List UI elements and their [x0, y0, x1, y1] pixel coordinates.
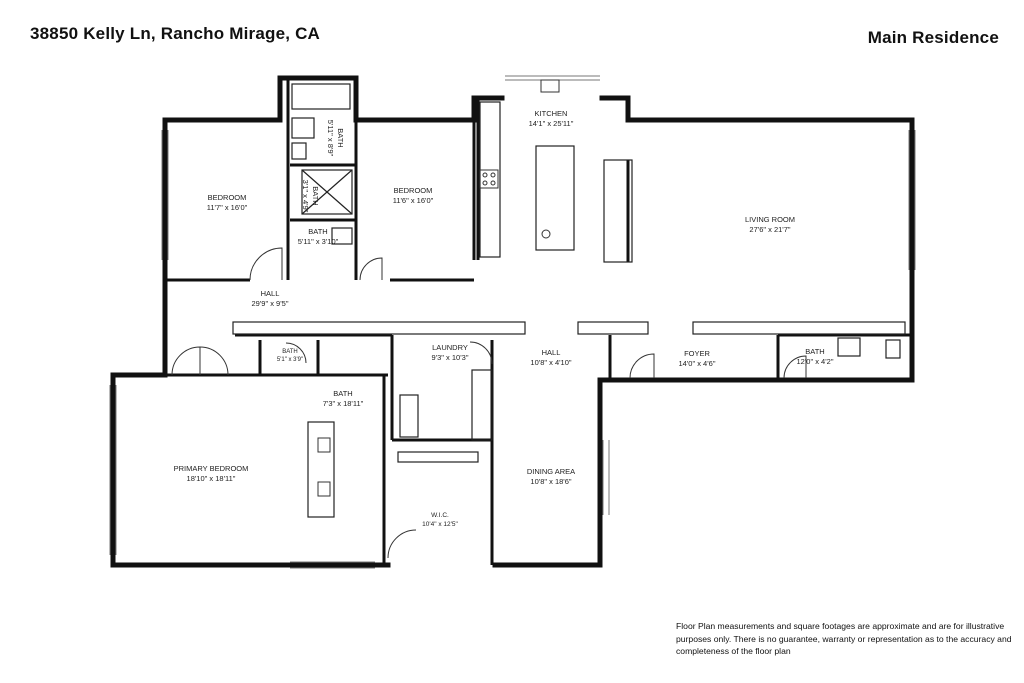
room-dims: 11'6" x 16'0" — [392, 196, 434, 205]
room-name: BATH — [336, 128, 345, 148]
room-hall-center: HALL 10'8" x 4'10" — [530, 348, 571, 368]
property-address: 38850 Kelly Ln, Rancho Mirage, CA — [30, 24, 321, 43]
room-name: BEDROOM — [393, 186, 433, 195]
room-dims: 10'8" x 18'6" — [530, 477, 572, 486]
room-bath-top: BATH 5'11" x 8'9" — [325, 120, 345, 156]
counters — [232, 83, 906, 518]
room-dims: 12'0" x 4'2" — [796, 357, 834, 366]
room-laundry: LAUNDRY 9'3" x 10'3" — [432, 343, 469, 363]
room-name: HALL — [541, 348, 561, 357]
window-marks — [109, 75, 916, 569]
room-name: PRIMARY BEDROOM — [173, 464, 249, 473]
room-dims: 9'3" x 10'3" — [431, 353, 469, 362]
disclaimer-text: Floor Plan measurements and square foota… — [676, 621, 1012, 656]
room-name: BATH — [308, 227, 328, 236]
plan-name: Main Residence — [867, 28, 999, 47]
room-dims: 10'4" x 12'5" — [422, 521, 458, 528]
room-name: FOYER — [684, 349, 710, 358]
room-dims: 7'3" x 18'11" — [322, 399, 364, 408]
room-name: DINING AREA — [526, 467, 576, 476]
room-dims: 29'9" x 9'5" — [251, 299, 289, 308]
room-name: BATH — [311, 186, 320, 206]
room-name: BEDROOM — [207, 193, 247, 202]
room-primary-bedroom: PRIMARY BEDROOM 18'10" x 18'11" — [174, 464, 249, 484]
interior-walls — [165, 78, 912, 565]
room-living-room: LIVING ROOM 27'6" x 21'7" — [745, 215, 795, 235]
room-foyer: FOYER 14'0" x 4'6" — [679, 349, 716, 369]
room-dims: 14'1" x 25'11" — [528, 119, 574, 128]
room-name: BATH — [333, 389, 353, 398]
room-name: BATH — [805, 347, 825, 356]
room-dims: 14'0" x 4'6" — [678, 359, 716, 368]
room-kitchen: KITCHEN 14'1" x 25'11" — [529, 109, 574, 129]
room-bath-shower: BATH 3'1" x 4'9" — [300, 180, 320, 213]
room-name: BATH — [282, 349, 298, 355]
room-primary-bath: BATH 7'3" x 18'11" — [323, 389, 364, 409]
room-name: LIVING ROOM — [744, 215, 796, 224]
room-dims: 5'11" x 3'10" — [297, 237, 339, 246]
room-name: LAUNDRY — [432, 343, 468, 352]
room-dims: 5'1" x 3'9" — [276, 357, 304, 363]
room-dims: 5'11" x 8'9" — [326, 119, 335, 157]
room-name: HALL — [260, 289, 280, 298]
room-bedroom-1: BEDROOM 11'7" x 16'0" — [207, 193, 248, 213]
doors — [171, 247, 807, 559]
room-dims: 3'1" x 4'9" — [301, 179, 310, 213]
room-dims: 18'10" x 18'11" — [186, 474, 236, 483]
appliances — [317, 79, 560, 497]
room-dims: 10'8" x 4'10" — [530, 358, 572, 367]
room-name: KITCHEN — [534, 109, 568, 118]
room-bath-foyer: BATH 12'0" x 4'2" — [797, 347, 834, 367]
room-dining-area: DINING AREA 10'8" x 18'6" — [527, 467, 575, 487]
room-bath-small: BATH 5'11" x 3'10" — [298, 227, 339, 247]
room-wic: W.I.C. 10'4" x 12'5" — [422, 511, 458, 529]
room-half-bath: BATH 5'1" x 3'9" — [277, 348, 303, 364]
room-hall-main: HALL 29'9" x 9'5" — [252, 289, 289, 309]
room-bedroom-2: BEDROOM 11'6" x 16'0" — [393, 186, 434, 206]
room-dims: 11'7" x 16'0" — [206, 203, 248, 212]
room-name: W.I.C. — [431, 512, 449, 519]
room-dims: 27'6" x 21'7" — [749, 225, 791, 234]
